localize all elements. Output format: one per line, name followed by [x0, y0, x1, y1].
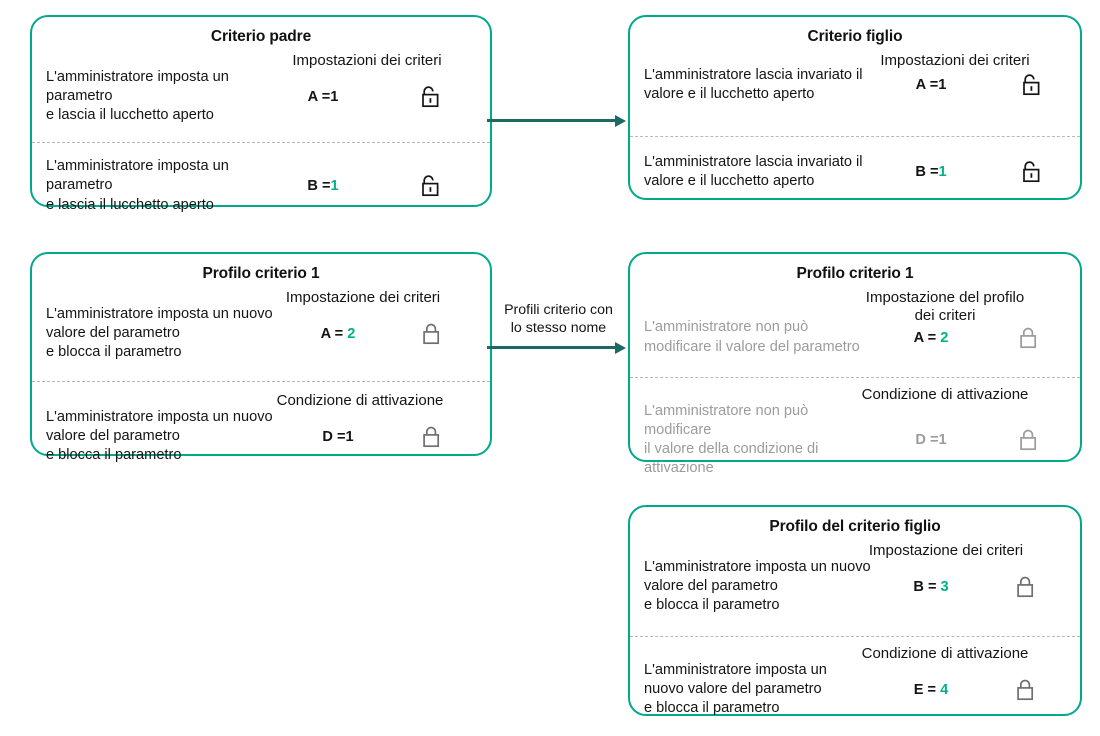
- section-description: L'amministratore imposta un parametro e …: [46, 158, 229, 213]
- locked-icon: [986, 428, 1072, 452]
- equals-sign: =: [336, 428, 346, 445]
- locked-icon: [386, 322, 478, 346]
- section-header: Impostazione del profilo dei criteri: [865, 289, 1025, 324]
- section-header: Impostazioni dei criteri: [880, 52, 1030, 69]
- card-title: Criterio padre: [210, 28, 312, 45]
- equals-sign: =: [927, 681, 937, 698]
- section-value: D =1: [876, 432, 986, 448]
- card-criterio-padre: Criterio padre Impostazioni dei criteri …: [30, 15, 492, 213]
- section-number: 1: [938, 432, 947, 449]
- section-description: L'amministratore non può modificare il v…: [644, 402, 819, 477]
- section-param: A: [307, 88, 318, 105]
- locked-icon: [986, 326, 1072, 350]
- section-value: A =1: [264, 89, 382, 105]
- section-number: 1: [330, 88, 339, 105]
- card-section: Condizione di attivazione L'amministrato…: [630, 377, 1080, 485]
- section-description: L'amministratore imposta un nuovo valore…: [644, 558, 871, 614]
- equals-sign: =: [927, 329, 937, 346]
- equals-sign: =: [927, 578, 937, 595]
- section-description: L'amministratore imposta un nuovo valore…: [46, 408, 273, 464]
- card-section: Impostazioni dei criteri L'amministrator…: [630, 48, 1080, 136]
- card-profilo-criterio-1-left: Profilo criterio 1 Impostazione dei crit…: [30, 252, 492, 463]
- unlocked-icon: [382, 85, 478, 109]
- card-section: L'amministratore imposta un parametro e …: [32, 142, 490, 234]
- section-value: A =1: [876, 77, 986, 93]
- section-header: Impostazione dei criteri: [868, 542, 1024, 559]
- section-param: A: [320, 325, 331, 342]
- unlocked-icon: [382, 174, 478, 198]
- card-profilo-del-criterio-figlio: Profilo del criterio figlio Impostazione…: [628, 505, 1082, 716]
- section-value: B =1: [876, 164, 986, 180]
- section-description: L'amministratore lascia invariato il val…: [644, 154, 863, 190]
- card-title: Profilo del criterio figlio: [769, 518, 941, 535]
- section-value: D =1: [290, 429, 386, 445]
- card-title: Profilo criterio 1: [796, 265, 914, 282]
- section-number: 4: [940, 681, 949, 698]
- section-value: E = 4: [880, 682, 982, 698]
- section-header: Impostazione dei criteri: [285, 289, 441, 306]
- section-param: B: [307, 177, 318, 194]
- card-section: Impostazioni dei criteri L'amministrator…: [32, 48, 490, 142]
- equals-sign: =: [321, 88, 331, 105]
- equals-sign: =: [929, 164, 939, 181]
- section-description: L'amministratore lascia invariato il val…: [644, 66, 863, 102]
- section-number: 1: [938, 76, 947, 93]
- section-value: A = 2: [876, 330, 986, 346]
- card-title: Criterio figlio: [807, 28, 903, 45]
- section-number: 1: [938, 164, 947, 181]
- section-value: B =1: [264, 178, 382, 194]
- card-section: Condizione di attivazione L'amministrato…: [630, 636, 1080, 736]
- section-description: L'amministratore non può modificare il v…: [644, 319, 860, 355]
- section-param: D: [322, 428, 333, 445]
- locked-icon: [386, 425, 478, 449]
- card-section: L'amministratore lascia invariato il val…: [630, 136, 1080, 208]
- section-header: Condizione di attivazione: [276, 392, 444, 409]
- section-param: E: [913, 681, 924, 698]
- section-number: 1: [345, 428, 354, 445]
- locked-icon: [982, 678, 1070, 702]
- section-param: A: [913, 329, 924, 346]
- equals-sign: =: [929, 432, 939, 449]
- unlocked-icon: [986, 73, 1076, 97]
- unlocked-icon: [986, 160, 1076, 184]
- section-header: Condizione di attivazione: [861, 645, 1029, 662]
- section-description: L'amministratore imposta un nuovo valore…: [46, 305, 273, 361]
- arrow-top: [487, 114, 627, 131]
- arrow-head-icon: [615, 341, 626, 354]
- section-header: Impostazioni dei criteri: [292, 52, 442, 69]
- arrow-head-icon: [615, 114, 626, 127]
- card-section: Condizione di attivazione L'amministrato…: [32, 381, 490, 481]
- section-number: 2: [940, 329, 949, 346]
- section-param: B: [915, 164, 926, 181]
- card-criterio-figlio: Criterio figlio Impostazioni dei criteri…: [628, 15, 1082, 200]
- arrow-line: [487, 346, 617, 349]
- equals-sign: =: [334, 325, 344, 342]
- card-title: Profilo criterio 1: [202, 265, 320, 282]
- section-description: L'amministratore imposta un nuovo valore…: [644, 661, 827, 717]
- section-header: Condizione di attivazione: [861, 386, 1029, 403]
- section-value: B = 3: [880, 579, 982, 595]
- arrow-line: [487, 119, 617, 122]
- locked-icon: [982, 575, 1070, 599]
- section-param: A: [915, 76, 926, 93]
- arrow-middle: [487, 341, 627, 358]
- card-section: Impostazione del profilo dei criteri L'a…: [630, 285, 1080, 377]
- equals-sign: =: [929, 76, 939, 93]
- section-description: L'amministratore imposta un parametro e …: [46, 68, 229, 124]
- card-section: Impostazione dei criteri L'amministrator…: [32, 285, 490, 381]
- card-profilo-criterio-1-right: Profilo criterio 1 Impostazione del prof…: [628, 252, 1082, 476]
- section-number: 2: [347, 325, 356, 342]
- section-value: A = 2: [290, 326, 386, 342]
- card-section: Impostazione dei criteri L'amministrator…: [630, 538, 1080, 636]
- section-number: 3: [940, 578, 949, 595]
- section-param: B: [913, 578, 924, 595]
- arrow-middle-label: Profili criterio con lo stesso nome: [504, 302, 613, 337]
- section-number: 1: [330, 177, 339, 194]
- section-param: D: [915, 432, 926, 449]
- equals-sign: =: [321, 177, 331, 194]
